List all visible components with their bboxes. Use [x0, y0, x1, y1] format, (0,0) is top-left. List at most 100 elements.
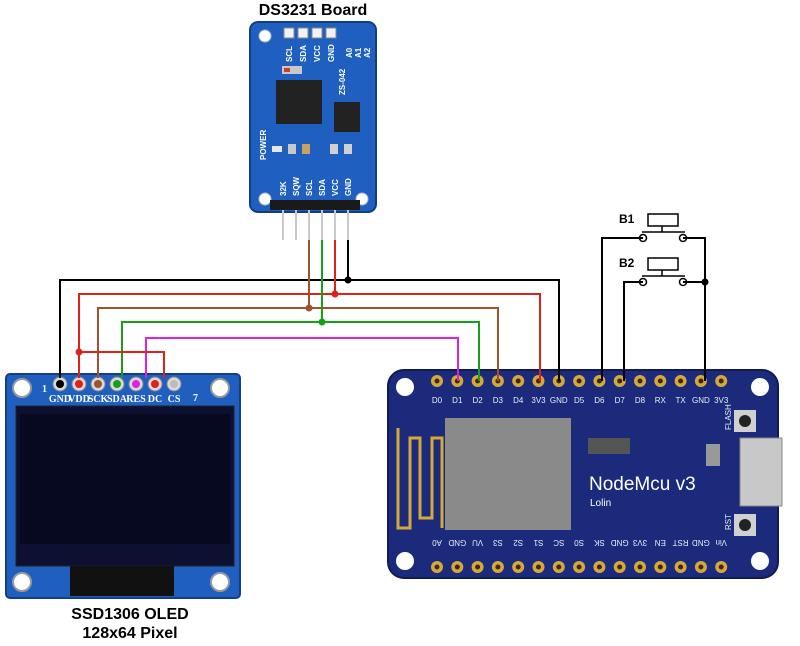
nodemcu-top-pin-label: D5 [574, 396, 585, 405]
nodemcu-bottom-pin-label: VU [472, 538, 483, 547]
oled-title-line2: 128x64 Pixel [82, 625, 178, 642]
wire-b1-gnd [683, 237, 706, 381]
rtc-bottom-pin-label: SDA [318, 179, 327, 196]
rtc-addr-label: A1 [354, 47, 363, 58]
nodemcu-bottom-pin-label: EN [655, 538, 666, 547]
rtc-addr-label: A2 [363, 47, 372, 58]
nodemcu-bottom-pin-label: 3V3 [632, 538, 647, 547]
oled-pin-label: GND [49, 394, 71, 405]
rtc-top-pad [297, 27, 309, 39]
nodemcu-top-pin-label: TX [675, 396, 686, 405]
button-b2-label: B2 [619, 256, 635, 270]
wire-scl [97, 307, 499, 381]
ds3231-chip [276, 80, 322, 124]
rtc-top-pad [311, 27, 323, 39]
rtc-top-pad [283, 27, 295, 39]
oled-pin-dot [170, 380, 178, 388]
push-button-b2[interactable]: B2 [619, 256, 688, 287]
nodemcu-top-pin-label: D1 [452, 396, 463, 405]
nodemcu-bottom-pin-label: S2 [513, 538, 523, 547]
wire-junction [701, 278, 709, 286]
nodemcu-top-pin-label: D7 [615, 396, 626, 405]
nodemcu-bottom-pin-label: S0 [574, 538, 584, 547]
oled-pin-dot [75, 380, 83, 388]
nodemcu-bottom-pin-label: Vin [715, 538, 726, 547]
wire-b2-d7 [623, 281, 643, 381]
rtc-header-strip [270, 200, 360, 210]
oled-pin-dot [94, 380, 102, 388]
wire-sda [121, 321, 480, 381]
nodemcu-top-pin-label: D0 [432, 396, 443, 405]
oled-corner-right: 7 [193, 393, 198, 404]
oled-ribbon [70, 566, 174, 596]
nodemcu-top-pin-label: GND [692, 396, 710, 405]
nodemcu-top-pin-label: D3 [493, 396, 504, 405]
eeprom-chip [334, 102, 360, 132]
flash-label: FLASH [724, 404, 733, 430]
nodemcu-vendor: Lolin [590, 498, 611, 509]
button-b1-label: B1 [619, 212, 635, 226]
nodemcu-bottom-pin-label: GND [448, 538, 466, 547]
rtc-top-pin-label: GND [327, 44, 336, 62]
nodemcu-bottom-pin-label: SC [553, 538, 564, 547]
rtc-chip-label: ZS-042 [338, 68, 347, 95]
rtc-power-label: POWER [259, 130, 268, 160]
oled-pin-label: DC [148, 394, 162, 405]
nodemcu-bottom-pin-label: GND [611, 538, 629, 547]
wire-junction [344, 276, 352, 284]
oled-title-line1: SSD1306 OLED [71, 606, 189, 623]
rtc-bottom-pin-label: 32K [279, 181, 288, 196]
oled-pin-label: SDA [107, 394, 128, 405]
wire-b1-d6 [601, 237, 643, 381]
rtc-top-pin-label: SCL [285, 46, 294, 62]
nodemcu-bottom-pin-label: A0 [432, 538, 442, 547]
wires [59, 237, 709, 381]
rtc-addr-label: A0 [345, 47, 354, 58]
wire-res [145, 337, 459, 381]
wire-junction [305, 304, 313, 312]
nodemcu-bottom-pin-label: S1 [533, 538, 543, 547]
oled-pin-label: RES [126, 394, 146, 405]
nodemcu-top-pin-label: 3V3 [531, 396, 546, 405]
oled-pin-dot [113, 380, 121, 388]
rst-label: RST [724, 514, 733, 530]
nodemcu-bottom-pin-label: S3 [492, 538, 502, 547]
nodemcu-top-pin-label: 3V3 [714, 396, 729, 405]
rtc-top-pin-label: VCC [313, 45, 322, 62]
oled-pin-dot [151, 380, 159, 388]
nodemcu-top-pin-label: D6 [594, 396, 605, 405]
rtc-top-pin-label: SDA [299, 45, 308, 62]
wifi-antenna [396, 428, 444, 530]
rtc-board-title: DS3231 Board [258, 2, 368, 19]
rtc-top-pad [325, 27, 337, 39]
nodemcu-bottom-pin-label: RST [672, 538, 688, 547]
nodemcu-name: NodeMcu v3 [589, 474, 696, 495]
wire-dc [79, 351, 165, 378]
nodemcu-top-pin-label: D4 [513, 396, 524, 405]
wire-junction [318, 318, 326, 326]
usb-port [739, 437, 783, 507]
rtc-bottom-pin-label: GND [344, 178, 353, 196]
nodemcu-top-pin-label: RX [655, 396, 667, 405]
oled-pin-dot [56, 380, 64, 388]
wire-junction [331, 290, 339, 298]
oled-pin-label: VDD [68, 394, 90, 405]
rtc-bottom-pin-label: VCC [331, 179, 340, 196]
nodemcu-top-pin-label: GND [550, 396, 568, 405]
rtc-bottom-pin-label: SCL [305, 180, 314, 196]
oled-pin-label: SCK [88, 394, 109, 405]
rtc-bottom-pin-label: SQW [292, 176, 301, 196]
nodemcu-bottom-pin-label: SK [593, 538, 604, 547]
oled-pin-dot [132, 380, 140, 388]
nodemcu-top-pin-label: D2 [472, 396, 483, 405]
esp8266-module [445, 418, 571, 530]
nodemcu-top-pin-label: D8 [635, 396, 646, 405]
nodemcu-bottom-pin-label: GND [692, 538, 710, 547]
wire-junction [75, 348, 83, 356]
oled-corner-left: 1 [42, 384, 47, 395]
oled-pin-label: CS [168, 394, 181, 405]
